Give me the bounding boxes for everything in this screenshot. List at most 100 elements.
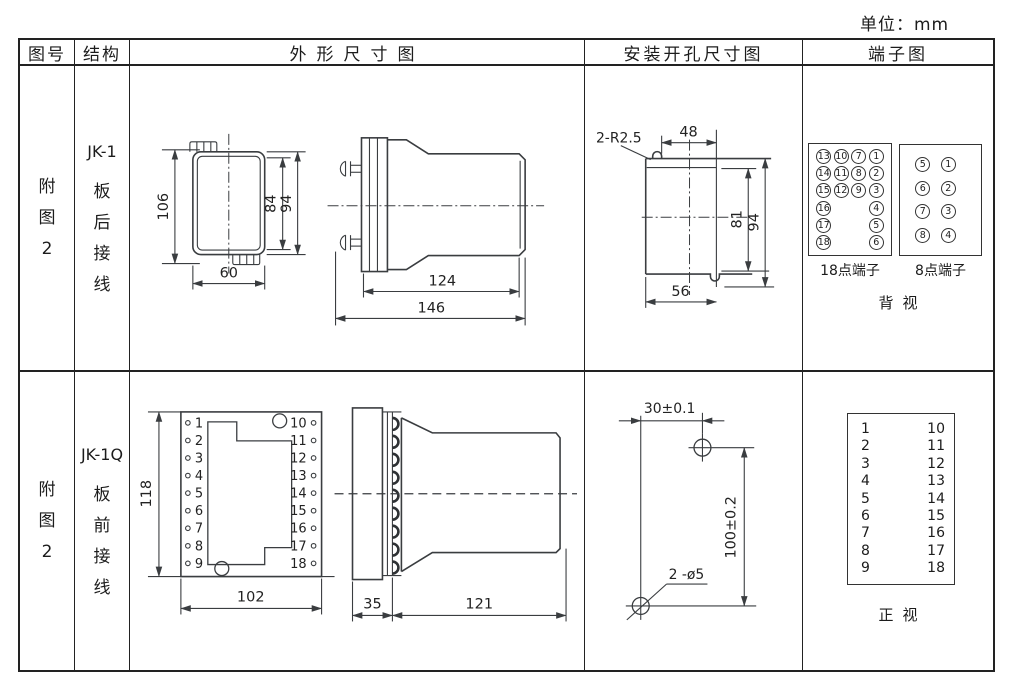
- unit-label: 单位：mm: [860, 15, 950, 35]
- structure-char: 板: [93, 484, 111, 505]
- dim-60: 60: [192, 266, 266, 290]
- terminal-num: 4: [861, 473, 870, 490]
- terminal-num: 10: [290, 416, 307, 431]
- terminal-18pt-label: 18点端子: [820, 263, 880, 279]
- front-height-label: 118: [139, 480, 155, 508]
- front-inner-height-label: 84: [264, 194, 280, 212]
- side-body-len-label: 124: [429, 274, 457, 290]
- header-install: 安装开孔尺寸图: [585, 40, 803, 66]
- terminal-pin: 6: [915, 180, 931, 196]
- slot-offset-label: 48: [679, 125, 697, 141]
- bottom-tab: [232, 254, 261, 266]
- hole-bottom: [626, 583, 708, 621]
- mount-hole-top: [272, 413, 288, 429]
- structure-char: 板: [93, 181, 111, 202]
- spec-table: 图号 结构 外形尺寸图 安装开孔尺寸图 端子图 附 图 2 JK-1 板 后 接…: [18, 38, 995, 672]
- terminal-blank: [834, 201, 849, 216]
- terminal-num: 15: [290, 504, 307, 519]
- hole-v-dist-label: 100±0.2: [723, 496, 739, 559]
- dim-102: 102: [180, 578, 323, 615]
- slot-leader: [620, 145, 651, 161]
- terminal-pin: 13: [816, 149, 832, 165]
- terminal-pin: 16: [816, 200, 832, 216]
- terminal-num: 15: [927, 507, 945, 524]
- dim-56: 56: [645, 277, 717, 308]
- terminal-pin: 1: [868, 149, 884, 165]
- body-len-label: 121: [465, 596, 493, 612]
- side-view-jk1: 124 146: [327, 137, 545, 326]
- outline-drawing-jk1q: 1 2 3 4 5 6 7 8 9 10 11 12 13: [139, 407, 578, 622]
- dim-106: 106: [156, 149, 200, 265]
- terminal-num: 7: [195, 522, 203, 537]
- terminal-num: 2: [861, 438, 870, 455]
- terminal-num: 9: [861, 560, 870, 576]
- terminal-num: 9: [195, 557, 203, 572]
- model-name: JK-1: [87, 141, 117, 161]
- dim-94: 94: [724, 158, 775, 288]
- panel-depth-label: 35: [363, 596, 381, 612]
- dim-100: 100±0.2: [723, 447, 748, 607]
- terminal-num: 16: [290, 522, 307, 537]
- model-name: JK-1Q: [80, 444, 124, 464]
- terminal-num: 1: [861, 421, 870, 437]
- terminal-pin: 8: [915, 227, 931, 243]
- terminal-num: 8: [861, 542, 870, 559]
- terminal-pin: 3: [868, 183, 884, 199]
- structure-char: 前: [93, 515, 111, 536]
- cell-install-jk1: 2-R2.5 48 81: [585, 66, 803, 372]
- mount-hole-bottom: [214, 560, 230, 577]
- terminal-num: 10: [927, 421, 945, 437]
- outline-drawing-jk1: 106 84 94: [156, 133, 545, 326]
- terminal-num: 1: [195, 416, 203, 431]
- terminal-num: 17: [290, 539, 307, 554]
- front-width-label: 102: [237, 589, 265, 605]
- terminal-8pt-box: 5 1 6 2 7 3 8 4: [899, 144, 982, 256]
- front-view-label: 正视: [878, 606, 927, 624]
- header-outline: 外形尺寸图: [130, 40, 585, 66]
- terminal-pin: 17: [816, 217, 832, 233]
- cutout-bottom-edge: [645, 273, 753, 282]
- terminal-pin: 9: [851, 183, 867, 199]
- dim-118: 1 18: [139, 411, 335, 578]
- terminal-18pt-box: 13 10 7 1 14 11 8 2 15 12 9 3 16 4 17: [808, 143, 892, 256]
- terminal-pin: 2: [868, 166, 884, 182]
- terminal-8pt-grid: 5 1 6 2 7 3 8 4: [900, 145, 981, 255]
- stud-bottom: [339, 234, 362, 251]
- structure-jk1q: JK-1Q 板 前 接 线: [75, 372, 129, 670]
- hole-diameter-label: 2 -ø5: [669, 567, 705, 583]
- structure-char: 后: [93, 212, 111, 233]
- terminal-num: 4: [195, 469, 203, 484]
- terminal-num: 12: [290, 452, 307, 467]
- terminal-num: 18: [290, 557, 307, 572]
- case-body-side: [400, 417, 561, 573]
- terminal-pin: 5: [868, 217, 884, 233]
- terminal-blank: [851, 235, 866, 250]
- terminal-num: 11: [290, 434, 307, 449]
- terminal-8pt-label: 8点端子: [915, 263, 966, 279]
- terminal-blank: [851, 218, 866, 233]
- cell-outline-jk1: 106 84 94: [130, 66, 585, 372]
- dim-81: 81: [721, 167, 770, 272]
- terminal-blank: [834, 235, 849, 250]
- terminal-num: 6: [861, 507, 870, 524]
- terminal-num: 5: [861, 490, 870, 507]
- terminal-num: 3: [861, 455, 870, 472]
- cell-fig-no-jk1q: 附 图 2: [20, 372, 75, 670]
- install-drawing-jk1q: 30±0.1 100±0.2: [618, 401, 757, 621]
- cell-outline-jk1q: 1 2 3 4 5 6 7 8 9 10 11 12 13: [130, 372, 585, 670]
- terminal-num: 14: [927, 490, 945, 507]
- terminal-num: 12: [927, 455, 945, 472]
- front-view-jk1q: 1 2 3 4 5 6 7 8 9 10 11 12 13: [139, 411, 335, 615]
- side-total-len-label: 146: [418, 300, 446, 316]
- flange-plate: [360, 137, 389, 273]
- terminal-num: 2: [195, 434, 203, 449]
- fig-no-char: 2: [41, 541, 53, 562]
- dim-124: 124: [362, 257, 520, 298]
- terminal-pin: 11: [833, 166, 849, 182]
- terminal-pin: 1: [940, 157, 956, 173]
- fig-no-char: 附: [38, 479, 56, 500]
- terminal-blank: [834, 218, 849, 233]
